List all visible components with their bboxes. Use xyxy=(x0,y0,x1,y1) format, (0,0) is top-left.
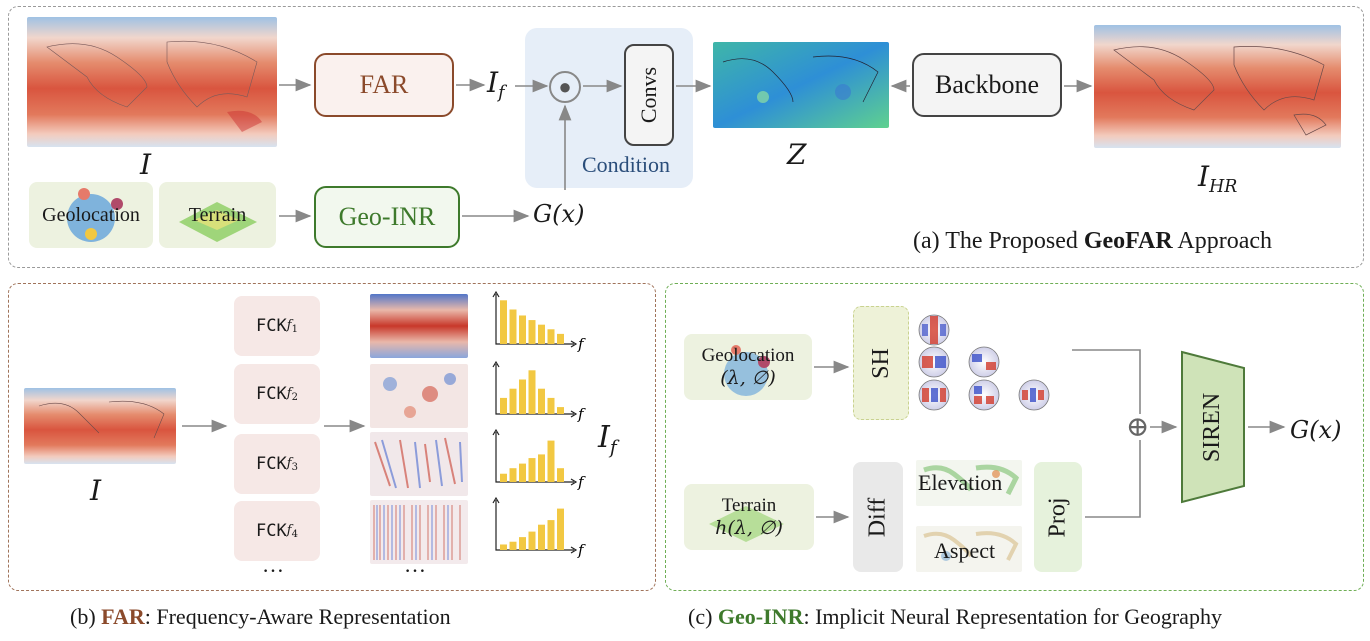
input-label: I xyxy=(140,148,152,181)
frequency-bar xyxy=(509,388,517,414)
b-if-label: If xyxy=(598,420,617,459)
frequency-bar xyxy=(528,458,536,482)
frequency-bar xyxy=(547,397,555,414)
panel-b xyxy=(8,283,656,591)
frequency-bar xyxy=(547,520,555,550)
far-box: FAR xyxy=(314,53,454,117)
elevation-label: Elevation xyxy=(918,470,1003,495)
caption-c: (c) Geo-INR: Implicit Neural Representat… xyxy=(688,604,1222,629)
y-axis-arrow xyxy=(492,360,500,368)
diff-box: Diff xyxy=(853,462,903,572)
z-label: Z xyxy=(787,138,807,171)
output-hr-map xyxy=(1094,25,1341,148)
y-axis-arrow xyxy=(492,428,500,436)
x-axis-arrow xyxy=(570,340,578,348)
bar-chart-2: f xyxy=(492,360,586,423)
x-axis-arrow xyxy=(570,410,578,418)
geo-inr-box: Geo-INR xyxy=(314,186,460,248)
hadamard-op: ● xyxy=(549,71,581,103)
b-input-map xyxy=(24,388,176,464)
b-input-label: I xyxy=(90,474,102,507)
panel-c xyxy=(665,283,1364,591)
sh-box: SH xyxy=(853,306,909,420)
frequency-bar xyxy=(538,388,545,414)
latent-z-map xyxy=(713,42,889,128)
caption-a: (a) The Proposed GeoFAR Approach xyxy=(913,228,1273,254)
frequency-axis-label: f xyxy=(577,335,586,353)
geolocation-card: Geolocation xyxy=(29,182,153,248)
y-axis-arrow xyxy=(492,496,500,504)
frequency-bar xyxy=(557,407,564,414)
freq-map-2 xyxy=(370,364,468,428)
aspect-label: Aspect xyxy=(934,538,996,563)
frequency-bar xyxy=(509,468,517,482)
b-ellipsis-maps: … xyxy=(404,552,426,577)
frequency-bar xyxy=(557,468,564,482)
frequency-bar xyxy=(500,544,507,550)
gx-label-a: G(x) xyxy=(533,200,585,228)
if-label: If xyxy=(487,66,505,104)
frequency-bar xyxy=(528,370,536,414)
b-ellipsis-fck: … xyxy=(262,552,284,577)
condition-label: Condition xyxy=(582,152,671,177)
frequency-bar xyxy=(509,541,517,550)
frequency-bar xyxy=(500,300,507,344)
spherical-harmonics xyxy=(918,314,1050,411)
proj-box: Proj xyxy=(1034,462,1082,572)
frequency-bar xyxy=(538,524,545,550)
x-axis-arrow xyxy=(570,478,578,486)
freq-map-3 xyxy=(370,432,468,496)
frequency-bar xyxy=(500,397,507,414)
panel-a xyxy=(8,6,1364,268)
convs-box: Convs xyxy=(624,44,674,146)
frequency-bar xyxy=(519,537,526,550)
gx-label-c: G(x) xyxy=(1290,416,1342,444)
frequency-bar xyxy=(538,324,545,344)
frequency-bar xyxy=(509,309,517,344)
frequency-axis-label: f xyxy=(577,541,586,559)
frequency-bar xyxy=(500,473,507,482)
siren-block xyxy=(1181,350,1245,504)
frequency-bar xyxy=(528,531,536,550)
terrain-card: Terrain xyxy=(159,182,276,248)
caption-b: (b) FAR: Frequency-Aware Representation xyxy=(70,604,451,629)
frequency-bar xyxy=(519,463,526,482)
backbone-box: Backbone xyxy=(912,53,1062,117)
frequency-axis-label: f xyxy=(577,405,586,423)
frequency-bar xyxy=(547,329,555,344)
x-axis-arrow xyxy=(570,546,578,554)
elevation-map xyxy=(916,460,1022,506)
bar-chart-3: f xyxy=(492,428,586,491)
frequency-bar xyxy=(519,315,526,344)
frequency-bar xyxy=(557,508,564,550)
bar-chart-1: f xyxy=(492,290,586,353)
plus-op: ⊕ xyxy=(1126,412,1150,443)
y-axis-arrow xyxy=(492,290,500,298)
output-label: IHR xyxy=(1198,160,1238,198)
frequency-axis-label: f xyxy=(577,473,586,491)
aspect-map xyxy=(916,526,1022,572)
frequency-bar xyxy=(547,440,555,482)
bar-chart-4: f xyxy=(492,496,586,559)
c-terrain-card: Terrain h(λ, ∅) xyxy=(684,484,814,550)
freq-map-1 xyxy=(370,294,468,358)
input-temperature-map xyxy=(27,17,277,147)
frequency-bar xyxy=(519,379,526,414)
frequency-bar xyxy=(528,320,536,344)
freq-map-4 xyxy=(370,500,468,564)
frequency-bar xyxy=(557,333,564,344)
c-geolocation-card: Geolocation (λ, ∅) xyxy=(684,334,812,400)
frequency-bar xyxy=(538,454,545,482)
